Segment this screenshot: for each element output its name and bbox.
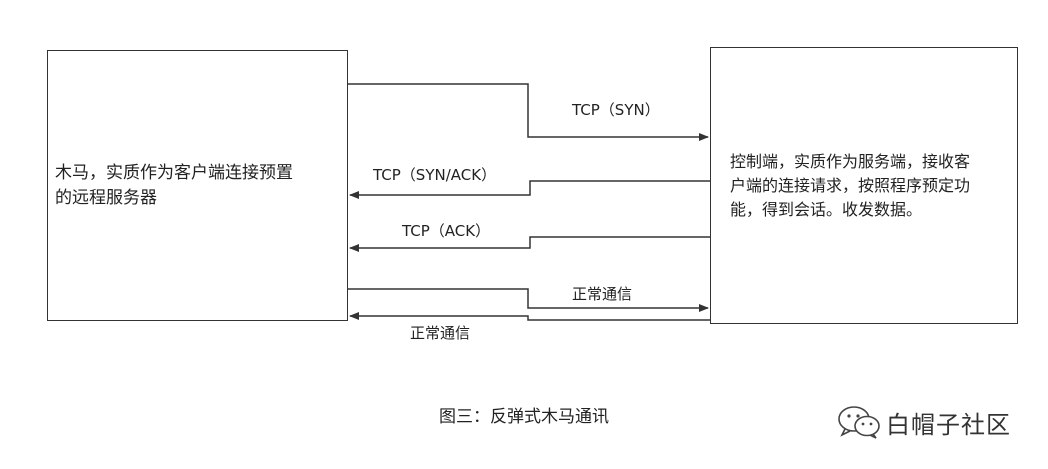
label-tcp-ack: TCP（ACK） — [402, 222, 491, 240]
arrow-ack — [349, 236, 710, 252]
controller-text-line-1: 控制端，实质作为服务端，接收客 — [730, 151, 971, 171]
label-normal-to-right: 正常通信 — [572, 285, 633, 303]
controller-text-line-3: 能，得到会话。收发数据。 — [730, 199, 923, 219]
trojan-text-line-1: 木马，实质作为客户端连接预置 — [55, 162, 293, 183]
arrow-normal-to-left — [349, 312, 710, 321]
arrow-normal-to-right — [347, 288, 709, 312]
label-tcp-syn: TCP（SYN） — [572, 101, 660, 119]
trojan-text-line-2: 的远程服务器 — [55, 187, 157, 208]
wechat-icon — [838, 406, 880, 439]
arrow-syn — [347, 83, 709, 141]
label-tcp-syn-ack: TCP（SYN/ACK） — [373, 166, 497, 184]
controller-text-line-2: 户端的连接请求，按照程序预定功 — [730, 175, 971, 195]
controller-server-description: 控制端，实质作为服务端，接收客 户端的连接请求，按照程序预定功 能，得到会话。收… — [730, 150, 998, 222]
arrow-synack — [349, 180, 710, 199]
figure-caption: 图三：反弹式木马通讯 — [439, 407, 609, 427]
trojan-client-description: 木马，实质作为客户端连接预置 的远程服务器 — [55, 161, 340, 211]
watermark: 白帽子社区 — [836, 404, 1011, 440]
watermark-text: 白帽子社区 — [886, 410, 1011, 439]
controller-server-box: 控制端，实质作为服务端，接收客 户端的连接请求，按照程序预定功 能，得到会话。收… — [710, 47, 1018, 324]
trojan-client-box: 木马，实质作为客户端连接预置 的远程服务器 — [47, 50, 348, 321]
label-normal-to-left: 正常通信 — [410, 324, 471, 342]
